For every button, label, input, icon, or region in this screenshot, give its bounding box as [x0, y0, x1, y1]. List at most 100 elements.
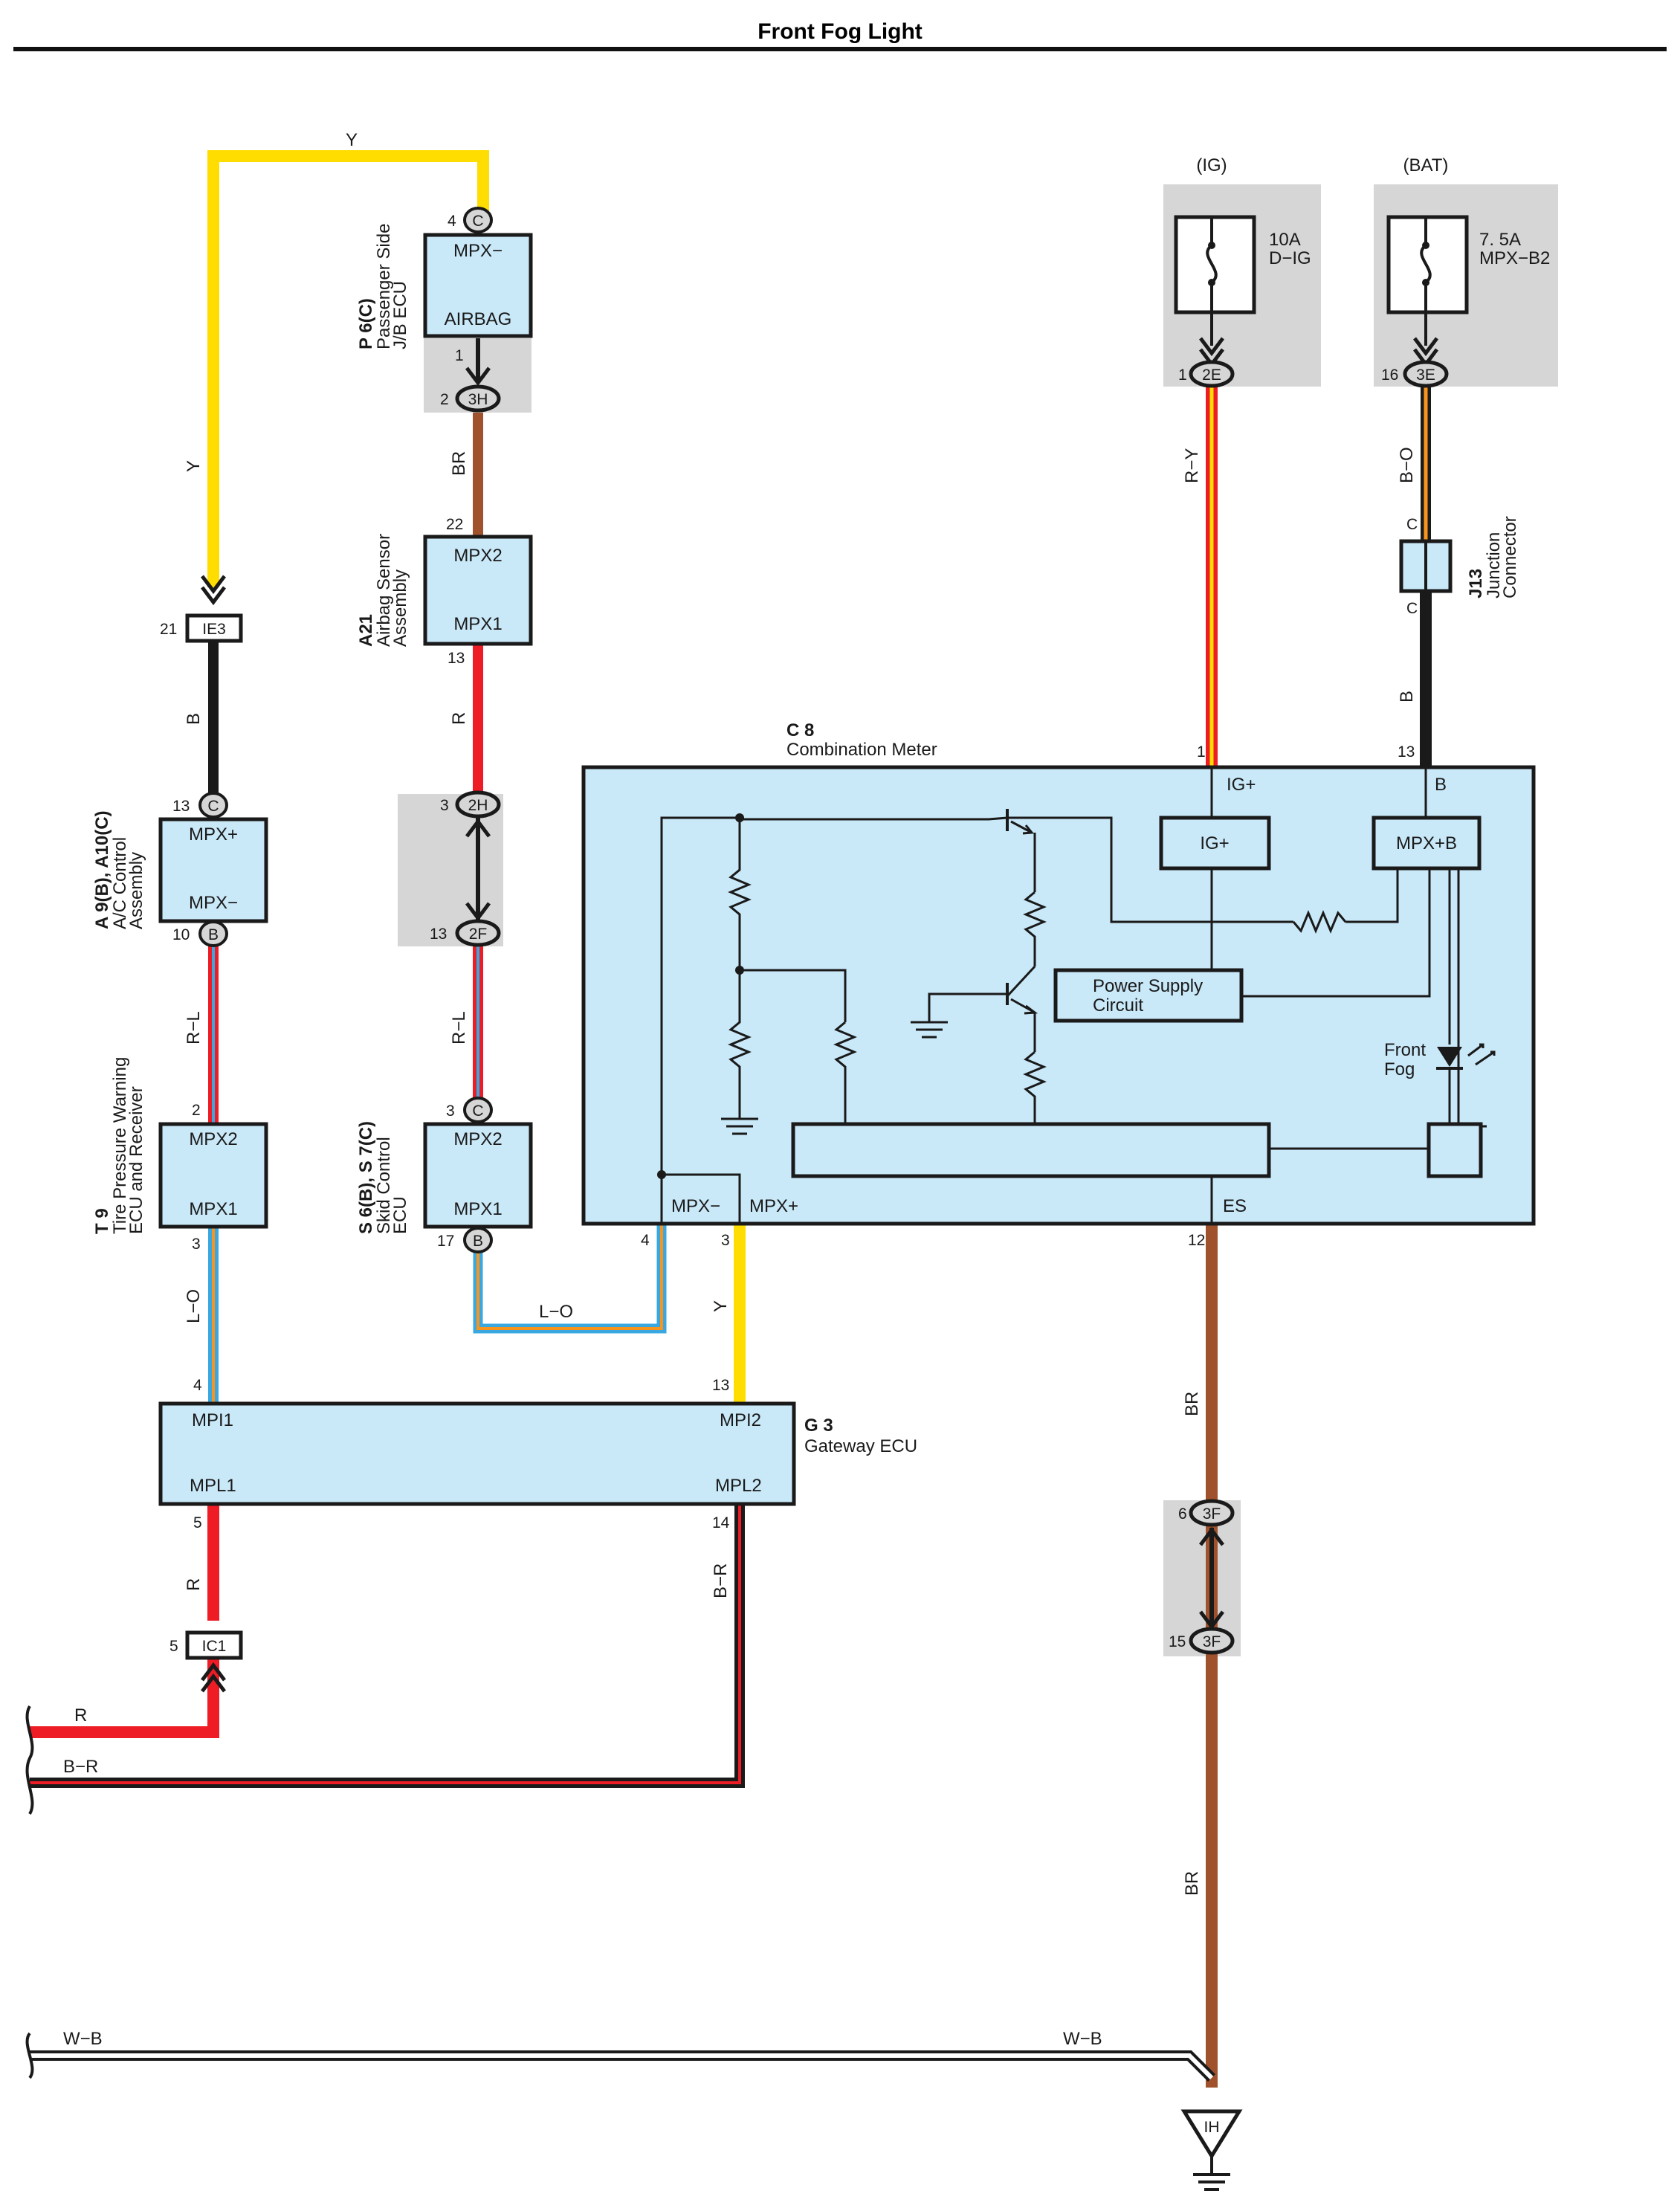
label-rl-ac: R−L [184, 1011, 204, 1045]
tire-code: T 9 [92, 1208, 112, 1234]
down-chevron2-icon [1199, 1610, 1224, 1630]
connector-2f [455, 919, 501, 947]
connector-3h-id: 3H [468, 391, 488, 408]
cm-ig-terminal: IG+ [1227, 775, 1256, 795]
connector-ac-b [198, 920, 228, 947]
fuse-ig-name: D−IG [1269, 248, 1311, 268]
cm-name: Combination Meter [786, 740, 937, 760]
label-b-j13: B [1397, 691, 1417, 703]
fuse-bat-rating: 7. 5A [1479, 230, 1521, 250]
connector-ac-c-pin: 13 [172, 798, 190, 815]
transistor2-gnd-lead [928, 992, 1007, 1022]
cm-b-terminal: B [1435, 775, 1447, 795]
cm-psu-line1: Power Supply [1093, 976, 1203, 996]
fuse-ig-node-bot [1208, 279, 1215, 286]
transistor2-arrow-icon [1010, 998, 1038, 1052]
skid-top-label: MPX2 [453, 1129, 502, 1149]
airbag-top-label: MPX2 [453, 546, 502, 566]
cm-fog-driver-box [1427, 1122, 1483, 1178]
cm-resistor-to-transistor [1059, 816, 1293, 923]
break-mark-upper [25, 1705, 34, 1815]
tire-pin-bottom: 3 [192, 1236, 201, 1253]
jb-chevron-icon [465, 367, 491, 387]
label-ry: R−Y [1182, 448, 1202, 483]
connector-skid-c [463, 1097, 493, 1123]
connector-3f-lower-id: 3F [1203, 1633, 1221, 1650]
led-rays-icon [1467, 1043, 1496, 1066]
connector-3f-lower [1189, 1627, 1235, 1655]
label-r-left: R [74, 1705, 87, 1726]
up-chevron2-icon [1199, 1526, 1224, 1546]
jb-caption: P 6(C) Passenger Side J/B ECU [356, 224, 410, 349]
connector-ac-b-id: B [208, 926, 219, 943]
connector-ie3 [185, 613, 243, 643]
break-mark-lower [25, 2032, 34, 2079]
wire-y-top [207, 150, 489, 587]
label-br-left: B−R [63, 1757, 98, 1777]
cm-mpx-minus: MPX− [671, 1196, 720, 1216]
fuse-bat-node-top [1422, 242, 1429, 249]
cm-resistor3-icon [1023, 1050, 1047, 1124]
airbag-name1: Airbag Sensor [374, 534, 394, 647]
connector-2f-pin: 13 [430, 926, 447, 943]
fuse-ig-node-top [1208, 242, 1215, 249]
tire-top-label: MPX2 [189, 1129, 237, 1149]
cm-node-to-r5 [740, 969, 847, 1022]
connector-skid-b-pin: 17 [437, 1233, 454, 1250]
label-lo-tire: L−O [184, 1289, 204, 1323]
airbag-code: A21 [356, 614, 376, 647]
ac-control-box [158, 817, 268, 923]
j13-name2: Connector [1500, 516, 1520, 598]
ic1-chevron-icon [201, 1662, 226, 1693]
tire-pin-top: 2 [192, 1102, 201, 1119]
j13-caption: J13 Junction Connector [1466, 516, 1520, 598]
connector-ie3-id: IE3 [202, 621, 226, 638]
connector-3e-pin: 16 [1381, 367, 1398, 384]
jb-name1: Passenger Side [374, 224, 394, 349]
passenger-jb-box [423, 233, 533, 338]
jb-code: P 6(C) [356, 298, 376, 349]
jb-bottom-label: AIRBAG [445, 309, 512, 329]
connector-ie3-pin: 21 [160, 621, 177, 638]
label-br-lower: BR [1182, 1871, 1202, 1896]
connector-skid-b-id: B [473, 1233, 483, 1250]
connector-ic1-id: IC1 [202, 1638, 227, 1655]
cm-es: ES [1223, 1196, 1247, 1216]
wire-br-gw [30, 1504, 745, 1788]
j13-pin-bottom: C [1406, 600, 1418, 617]
skid-name2: ECU [390, 1196, 410, 1234]
gateway-code: G 3 [804, 1415, 833, 1436]
fuse-ig-source: (IG) [1196, 155, 1227, 175]
cm-psu-line2: Circuit [1093, 995, 1143, 1016]
tire-name1: Tire Pressure Warning [110, 1057, 130, 1234]
ac-bottom-label: MPX− [189, 893, 238, 913]
connector-3f-upper-id: 3F [1203, 1505, 1221, 1523]
connector-3f-lower-pin: 15 [1169, 1633, 1186, 1650]
wire-r-left [30, 1658, 219, 1738]
label-wb-right: W−B [1063, 2029, 1102, 2049]
cm-mpxb-to-resistor [1345, 868, 1399, 923]
connector-ic1-pin: 5 [169, 1638, 178, 1655]
label-b-ie3: B [184, 713, 204, 725]
label-r-airbag: R [449, 712, 469, 725]
cm-pin-ig: 1 [1197, 743, 1206, 761]
connector-2e-id: 2E [1202, 367, 1221, 384]
cm-resistor2-icon [1023, 891, 1047, 966]
cm-pin-es: 12 [1188, 1232, 1205, 1249]
gateway-name: Gateway ECU [804, 1436, 917, 1456]
transistor1-arrow-icon [1010, 820, 1034, 835]
up-chevron-icon [465, 818, 491, 838]
fuse-ig-box [1174, 215, 1256, 314]
airbag-caption: A21 Airbag Sensor Assembly [356, 534, 410, 647]
ac-name1: A/C Control [110, 837, 130, 929]
jb-pin1: 1 [455, 347, 464, 364]
cm-mpx-partition [662, 1173, 741, 1224]
gateway-pin-bl: 5 [193, 1514, 202, 1531]
cm-fog-line2: Fog [1384, 1059, 1415, 1079]
airbag-name2: Assembly [390, 569, 410, 647]
label-br-gw: B−R [711, 1563, 731, 1598]
wire-wb [30, 2050, 1215, 2082]
ac-name2: Assembly [126, 852, 146, 929]
tire-caption: T 9 Tire Pressure Warning ECU and Receiv… [92, 1057, 146, 1234]
label-r-gw: R [184, 1578, 204, 1591]
